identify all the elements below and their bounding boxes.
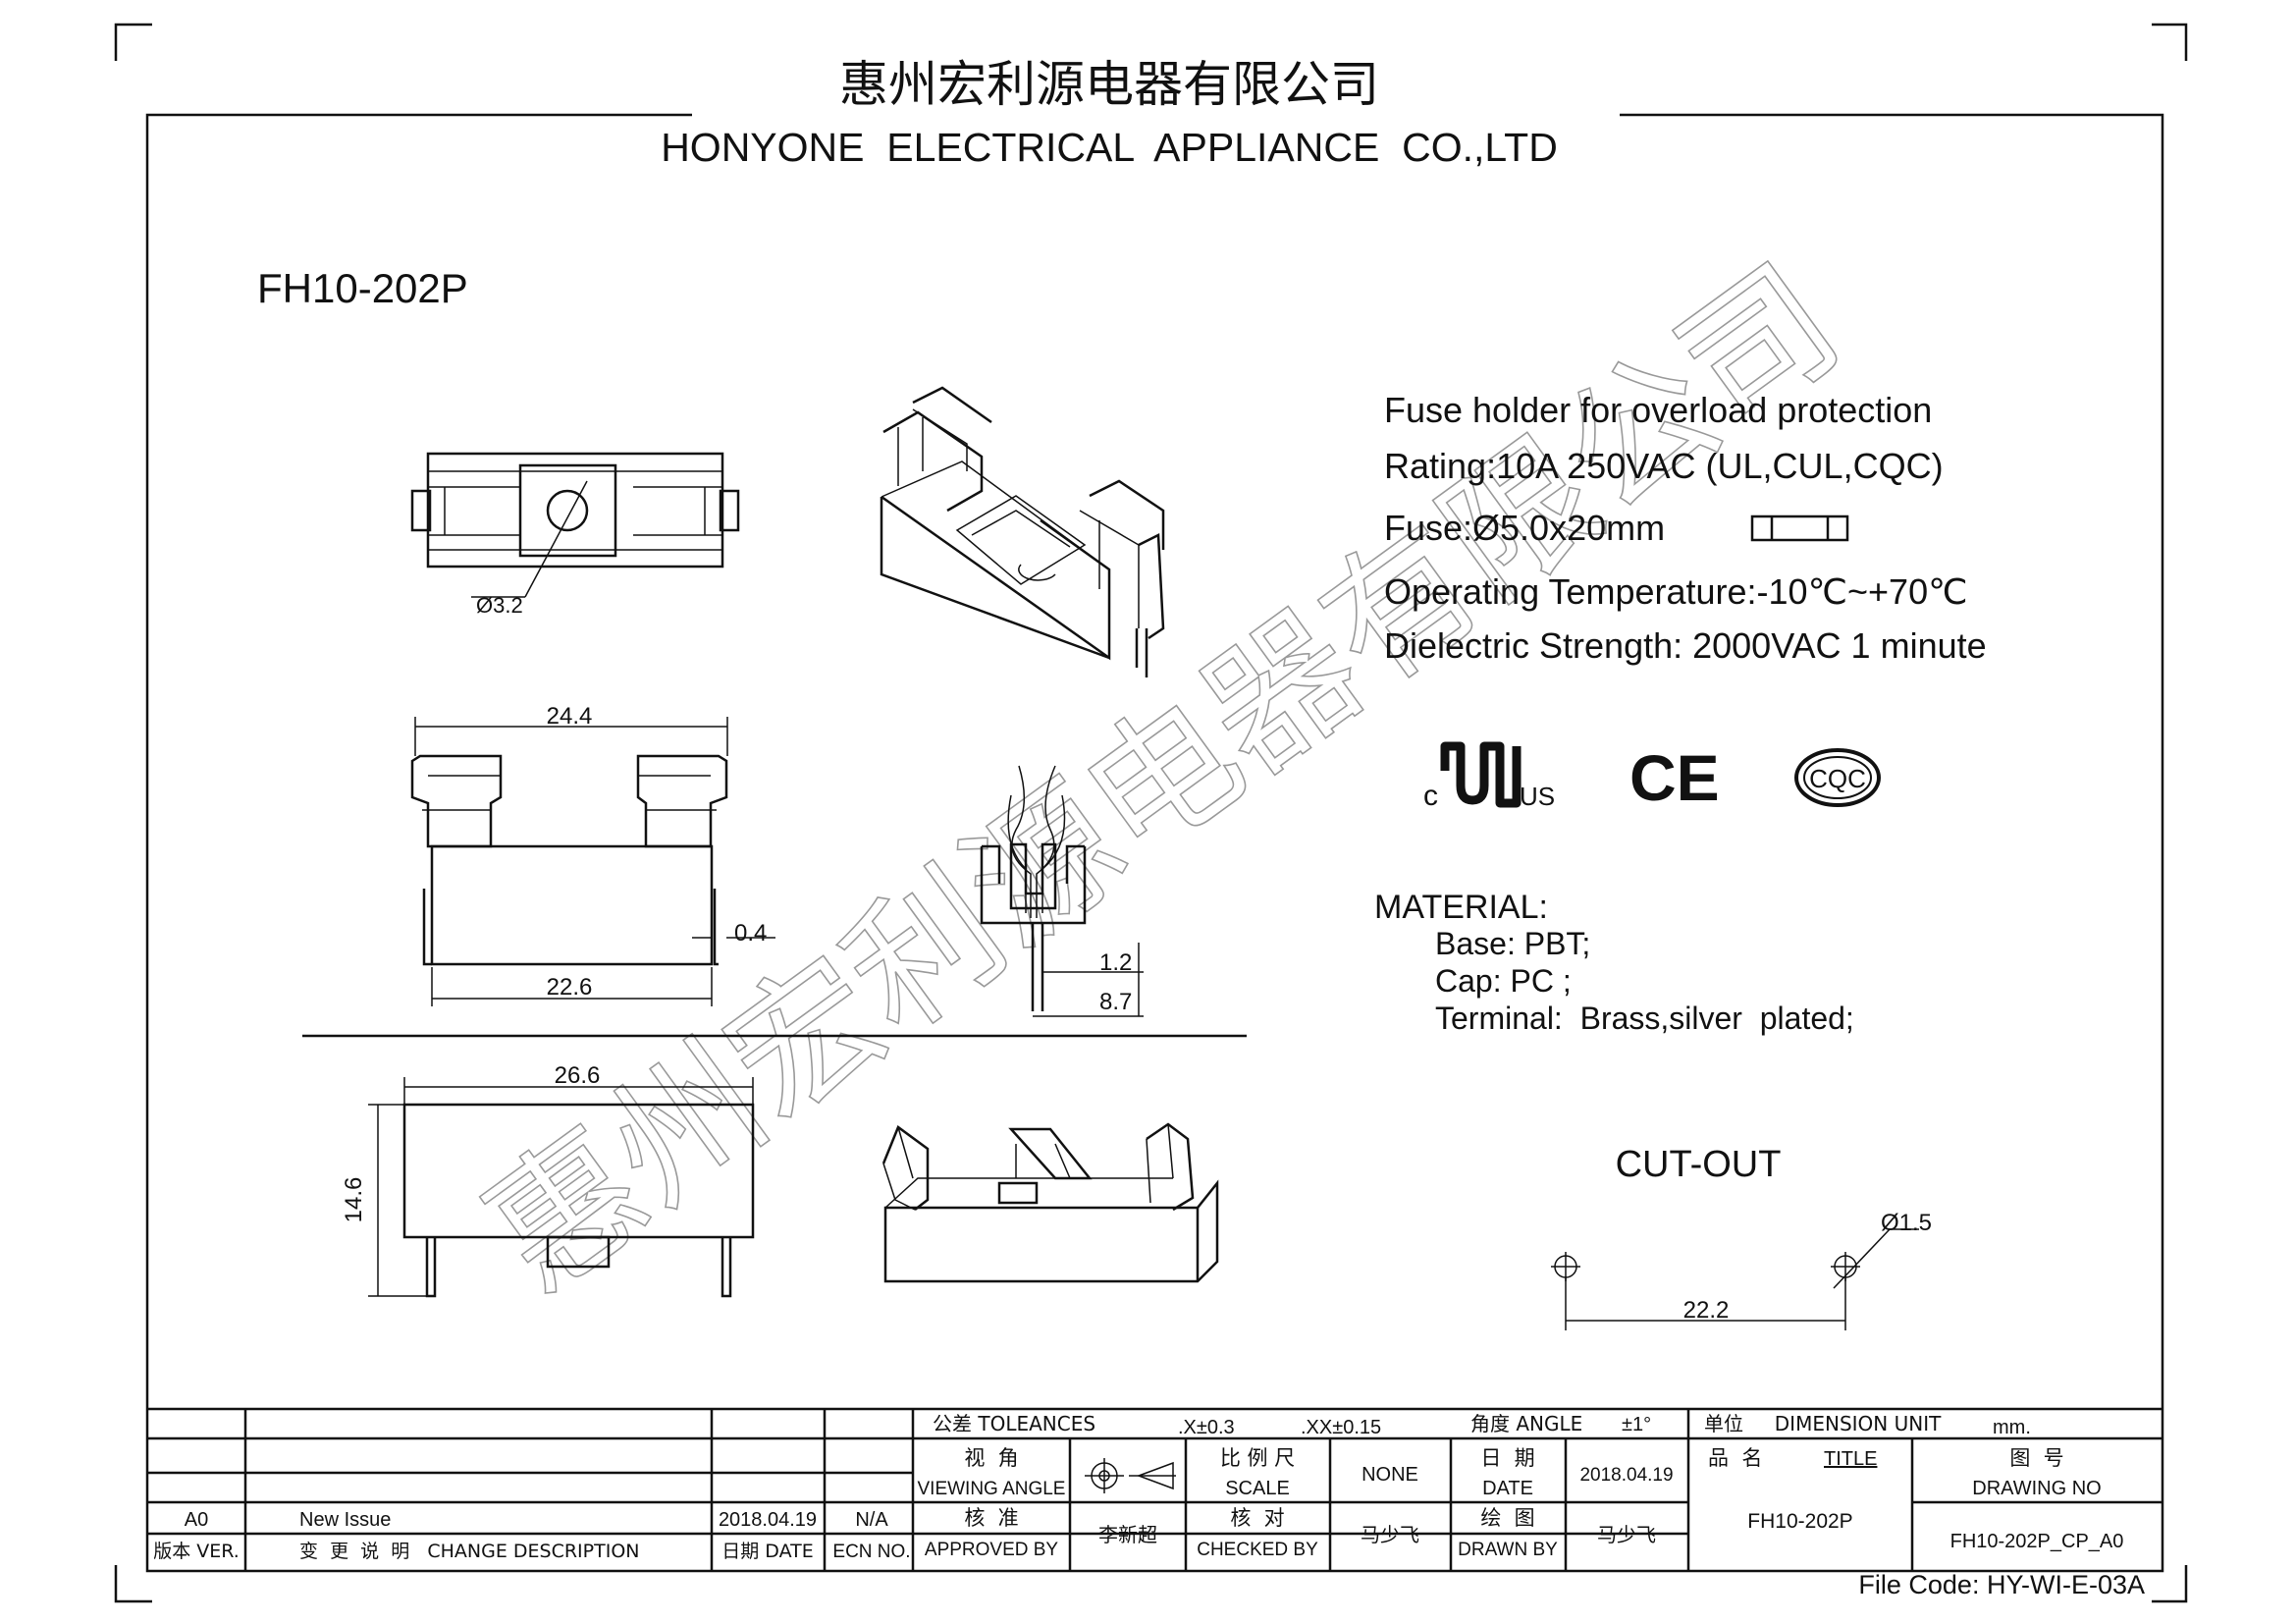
- tb-unit-value: mm.: [1993, 1417, 2031, 1438]
- side-view-base: [402, 1103, 755, 1298]
- tb-unit-label: 单位 DIMENSION UNIT: [1704, 1412, 1942, 1435]
- dim-height-8-7: 8.7: [1099, 989, 1132, 1015]
- dim-pin-1-2: 1.2: [1099, 949, 1132, 976]
- cutout-pitch: 22.2: [1683, 1297, 1730, 1324]
- ce-mark-icon: CE: [1629, 741, 1720, 814]
- material-cap: Cap: PC ;: [1435, 963, 1572, 999]
- tb-tolerance-x: .X±0.3: [1178, 1417, 1235, 1438]
- spec-temperature: Operating Temperature:-10℃~+70℃: [1384, 571, 1968, 612]
- tb-drawn-value: 马少飞: [1597, 1523, 1656, 1546]
- tb-h-change: 变 更 说 明 CHANGE DESCRIPTION: [299, 1541, 640, 1562]
- spec-rating: Rating:10A 250VAC (UL,CUL,CQC): [1384, 446, 1944, 486]
- title-block-grid: [147, 1407, 2163, 1571]
- sheet-frame: [145, 113, 2164, 1573]
- dim-width-26-6: 26.6: [555, 1062, 601, 1089]
- material-base: Base: PBT;: [1435, 926, 1590, 961]
- tb-title-value: FH10-202P: [1747, 1510, 1852, 1533]
- tb-drawno-en: DRAWING NO: [1972, 1478, 2101, 1499]
- model-number: FH10-202P: [257, 265, 468, 311]
- tb-scale-cn: 比 例 尺: [1220, 1446, 1295, 1470]
- dim-width-22-6: 22.6: [547, 974, 593, 1001]
- cutout-title: CUT-OUT: [1616, 1144, 1782, 1185]
- tb-date-value: 2018.04.19: [1579, 1465, 1673, 1486]
- corner-marks: [114, 23, 2188, 1603]
- tb-h-ecn: ECN NO.: [832, 1542, 910, 1562]
- spec-description: Fuse holder for overload protection: [1384, 390, 1932, 430]
- svg-text:c: c: [1423, 780, 1438, 812]
- tb-change: New Issue: [299, 1509, 391, 1531]
- dim-lines-front: [414, 717, 775, 1006]
- dim-thickness-0-4: 0.4: [734, 920, 767, 947]
- tb-angle-label: 角度 ANGLE: [1470, 1412, 1582, 1435]
- tb-ecn: N/A: [855, 1509, 888, 1531]
- dim-width-24-4: 24.4: [547, 703, 593, 730]
- dim-lines-base: [368, 1077, 754, 1297]
- material-terminal: Terminal: Brass,silver plated;: [1435, 1001, 1854, 1036]
- material-heading: MATERIAL:: [1374, 889, 1548, 926]
- tb-drawn-cn: 绘 图: [1480, 1506, 1534, 1530]
- spec-fuse: Fuse:Ø5.0x20mm: [1384, 508, 1665, 548]
- cqc-mark-icon: CQC: [1794, 748, 1881, 807]
- tb-rev: A0: [185, 1509, 208, 1531]
- cutout-diagram: [1551, 1228, 1919, 1330]
- tb-approve-cn: 核 准: [964, 1506, 1018, 1530]
- svg-text:US: US: [1520, 782, 1555, 811]
- tb-h-date: 日期 DATE: [721, 1541, 813, 1562]
- tb-scale-en: SCALE: [1225, 1478, 1290, 1499]
- tb-rev-date: 2018.04.19: [719, 1509, 817, 1531]
- cutout-hole-diameter: Ø1.5: [1881, 1210, 1932, 1236]
- spec-dielectric: Dielectric Strength: 2000VAC 1 minute: [1384, 625, 1987, 666]
- tb-view-cn: 视 角: [964, 1446, 1018, 1470]
- tb-drawno-cn: 图 号: [2009, 1446, 2063, 1470]
- isometric-view-clips: [880, 386, 1165, 677]
- file-code: File Code: HY-WI-E-03A: [1858, 1570, 2145, 1599]
- tb-scale-value: NONE: [1362, 1464, 1418, 1486]
- tb-title-en: TITLE: [1824, 1448, 1877, 1470]
- top-view: [410, 452, 740, 598]
- tb-date-en: DATE: [1482, 1478, 1533, 1499]
- dim-lines-side: [1033, 943, 1144, 1017]
- tb-title-cn: 品 名: [1708, 1446, 1762, 1470]
- isometric-view-base: [881, 1122, 1219, 1283]
- tb-approve-value: 李新超: [1098, 1523, 1157, 1546]
- company-name-en: HONYONE ELECTRICAL APPLIANCE CO.,LTD: [661, 125, 1558, 170]
- dim-hole-diameter: Ø3.2: [476, 593, 523, 618]
- company-name-cn: 惠州宏利源电器有限公司: [839, 56, 1379, 113]
- tb-date-cn: 日 期: [1480, 1446, 1534, 1470]
- fuse-icon: [1750, 514, 1849, 542]
- tb-angle-value: ±1°: [1622, 1414, 1651, 1435]
- svg-text:CQC: CQC: [1809, 764, 1866, 793]
- dim-height-14-6: 14.6: [341, 1177, 367, 1223]
- tb-check-en: CHECKED BY: [1197, 1540, 1318, 1560]
- tb-h-ver: 版本 VER.: [153, 1541, 240, 1562]
- tb-tolerance-label: 公差 TOLEANCES: [933, 1412, 1095, 1435]
- tb-view-en: VIEWING ANGLE: [918, 1479, 1066, 1499]
- tb-tolerance-xx: .XX±0.15: [1301, 1417, 1381, 1438]
- tb-drawno-value: FH10-202P_CP_A0: [1950, 1531, 2124, 1552]
- tb-approve-en: APPROVED BY: [925, 1540, 1059, 1560]
- tb-check-value: 马少飞: [1361, 1523, 1419, 1546]
- tb-drawn-en: DRAWN BY: [1458, 1540, 1558, 1560]
- ul-listed-mark-icon: c US: [1423, 741, 1555, 812]
- tb-check-cn: 核 对: [1230, 1506, 1284, 1530]
- projection-symbol-icon: [1085, 1458, 1176, 1493]
- front-view: [410, 754, 728, 966]
- side-view-clip: [980, 765, 1087, 1011]
